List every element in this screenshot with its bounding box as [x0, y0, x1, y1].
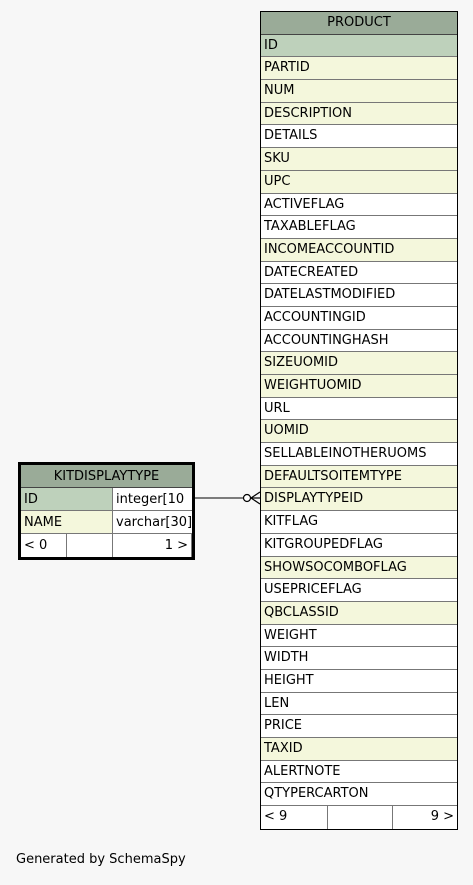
product-footer-spacer [328, 806, 393, 829]
product-parents-count[interactable]: < 9 [261, 806, 328, 829]
kitdisplaytype-column-type: integer[10 [113, 488, 192, 510]
product-column-taxableflag[interactable]: TAXABLEFLAG [261, 216, 457, 239]
product-column-showsocomboflag[interactable]: SHOWSOCOMBOFLAG [261, 556, 457, 580]
kitdisplaytype-footer: < 0 1 > [21, 534, 192, 557]
product-column-defaultsoitemtype[interactable]: DEFAULTSOITEMTYPE [261, 465, 457, 489]
product-column-height[interactable]: HEIGHT [261, 669, 457, 693]
product-column-usepriceflag[interactable]: USEPRICEFLAG [261, 579, 457, 602]
product-column-num[interactable]: NUM [261, 80, 457, 103]
product-column-kitflag[interactable]: KITFLAG [261, 511, 457, 534]
relationship-crowfoot-upper [250, 491, 261, 499]
relationship-zero-marker [242, 493, 252, 503]
kitdisplaytype-column-row[interactable]: NAME varchar[30] [21, 511, 192, 534]
kitdisplaytype-parents-count[interactable]: < 0 [21, 534, 67, 557]
product-column-uomid[interactable]: UOMID [261, 420, 457, 444]
kitdisplaytype-footer-spacer [67, 534, 113, 557]
product-column-weight[interactable]: WEIGHT [261, 624, 457, 648]
product-column-len[interactable]: LEN [261, 692, 457, 716]
product-column-activeflag[interactable]: ACTIVEFLAG [261, 193, 457, 217]
product-column-incomeaccountid[interactable]: INCOMEACCOUNTID [261, 238, 457, 262]
kitdisplaytype-column-row[interactable]: ID integer[10 [21, 488, 192, 511]
product-column-accountingid[interactable]: ACCOUNTINGID [261, 306, 457, 330]
product-column-description[interactable]: DESCRIPTION [261, 102, 457, 126]
product-column-sizeuomid[interactable]: SIZEUOMID [261, 352, 457, 375]
product-title: PRODUCT [261, 12, 457, 35]
product-column-partid[interactable]: PARTID [261, 57, 457, 81]
product-column-qbclassid[interactable]: QBCLASSID [261, 601, 457, 625]
kitdisplaytype-column-name: ID [21, 488, 113, 510]
kitdisplaytype-children-count[interactable]: 1 > [113, 534, 192, 557]
product-column-weightuomid[interactable]: WEIGHTUOMID [261, 375, 457, 398]
product-column-accountinghash[interactable]: ACCOUNTINGHASH [261, 329, 457, 353]
relationship-crowfoot-lower [250, 497, 261, 505]
product-column-sellableinotheruoms[interactable]: SELLABLEINOTHERUOMS [261, 443, 457, 466]
kitdisplaytype-title: KITDISPLAYTYPE [21, 465, 192, 488]
product-column-width[interactable]: WIDTH [261, 647, 457, 670]
kitdisplaytype-column-name: NAME [21, 511, 113, 533]
product-column-kitgroupedflag[interactable]: KITGROUPEDFLAG [261, 533, 457, 557]
product-column-alertnote[interactable]: ALERTNOTE [261, 760, 457, 784]
product-column-price[interactable]: PRICE [261, 715, 457, 738]
kitdisplaytype-table[interactable]: KITDISPLAYTYPE ID integer[10 NAME varcha… [18, 462, 195, 560]
product-column-sku[interactable]: SKU [261, 148, 457, 171]
product-column-id[interactable]: ID [261, 34, 457, 58]
product-children-count[interactable]: 9 > [430, 809, 454, 825]
product-column-taxid[interactable]: TAXID [261, 738, 457, 761]
product-column-details[interactable]: DETAILS [261, 125, 457, 149]
product-column-url[interactable]: URL [261, 397, 457, 421]
product-column-datelastmodified[interactable]: DATELASTMODIFIED [261, 284, 457, 307]
product-footer: < 9 9 > [261, 806, 457, 829]
product-column-upc[interactable]: UPC [261, 170, 457, 194]
kitdisplaytype-column-type: varchar[30] [113, 511, 192, 533]
product-column-datecreated[interactable]: DATECREATED [261, 261, 457, 285]
generated-by-label: Generated by SchemaSpy [16, 852, 186, 867]
product-column-qtypercarton[interactable]: QTYPERCARTON [261, 783, 457, 807]
product-column-displaytypeid[interactable]: DISPLAYTYPEID [261, 488, 457, 512]
